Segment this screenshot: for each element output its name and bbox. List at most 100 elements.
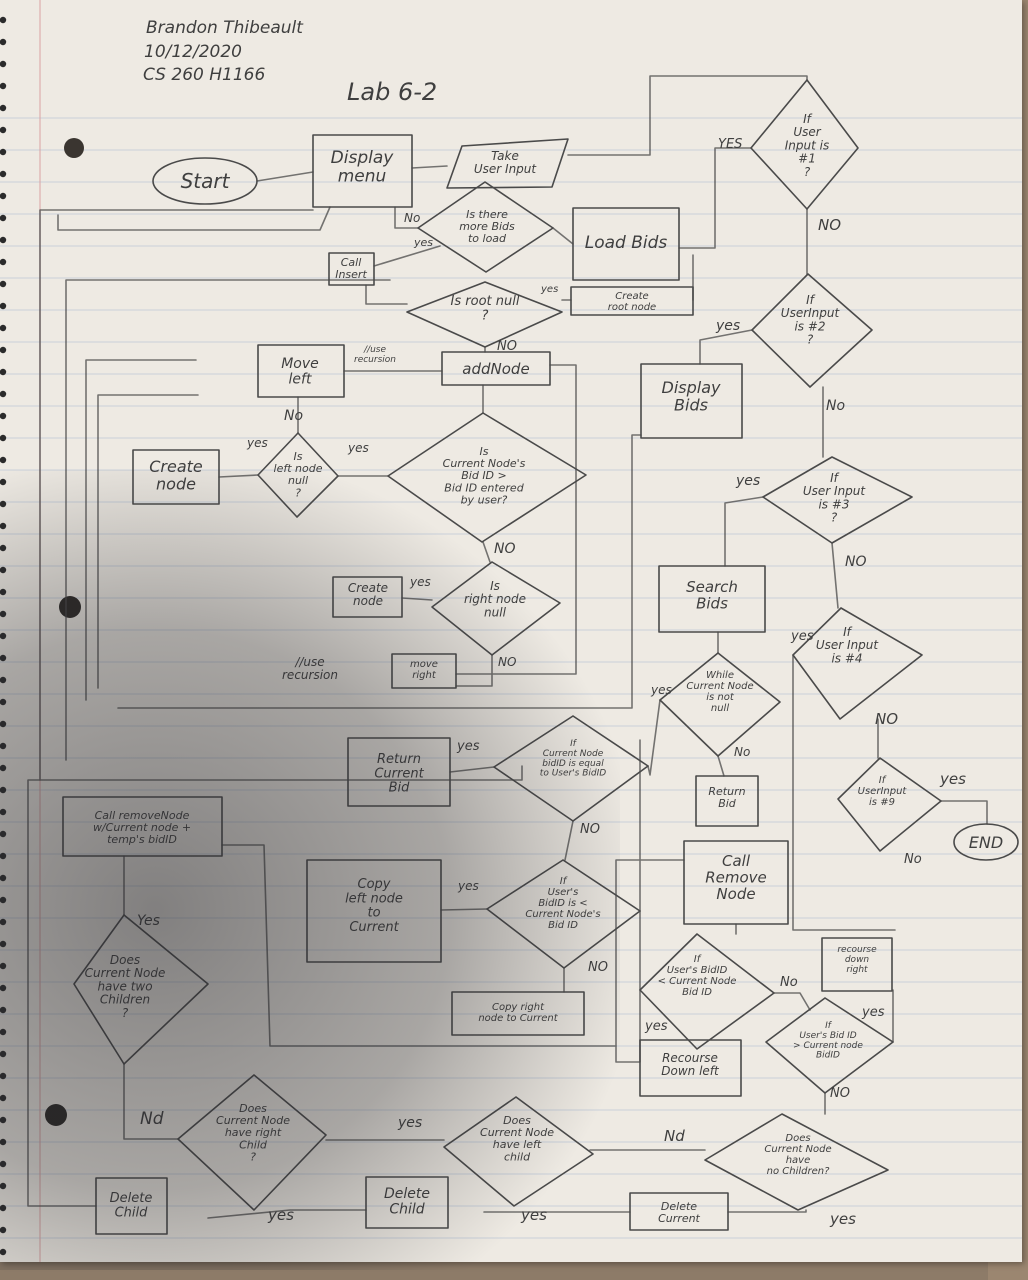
spiral-hole <box>0 104 7 112</box>
page-title: Lab 6-2 <box>347 78 437 106</box>
spiral-hole <box>0 434 7 442</box>
if1-yes-load <box>678 147 752 249</box>
spiral-hole <box>0 170 7 178</box>
edge-label: yes <box>413 236 433 249</box>
edge-label: yes <box>735 473 760 489</box>
end-terminator <box>953 823 1019 861</box>
spiral-hole <box>0 588 7 596</box>
edge-label: NO <box>845 554 867 570</box>
spiral-hole <box>0 808 7 816</box>
spiral-hole <box>0 610 7 618</box>
display-bids-box <box>640 363 743 439</box>
spiral-hole <box>0 390 7 398</box>
spiral-hole <box>0 258 7 266</box>
input9-decision <box>837 757 942 852</box>
edge-label: yes <box>397 1115 422 1131</box>
spiral-hole <box>0 236 7 244</box>
spiral-hole <box>0 764 7 772</box>
header: Brandon Thibeault 10/12/2020 CS 260 H116… <box>143 18 437 106</box>
edge-label: No <box>284 408 303 424</box>
spiral-hole <box>0 676 7 684</box>
while-no-return <box>717 755 725 777</box>
equal-yes-return <box>449 766 495 773</box>
start-label: Start <box>181 169 231 193</box>
spiral-hole <box>0 522 7 530</box>
spiral-hole <box>0 544 7 552</box>
spiral-hole <box>0 984 7 992</box>
edge-label: NO <box>818 216 841 234</box>
date: 10/12/2020 <box>144 42 242 62</box>
spiral-hole <box>0 962 7 970</box>
spiral-hole <box>0 500 7 508</box>
spiral-hole <box>0 1094 7 1102</box>
spiral-hole <box>0 16 7 24</box>
return-bid-box <box>695 775 759 827</box>
end-label: END <box>969 833 1003 852</box>
spiral-hole <box>0 368 7 376</box>
spiral-hole <box>0 654 7 662</box>
no-children-decision <box>704 1113 889 1211</box>
spiral-hole <box>0 192 7 200</box>
edge-label: yes <box>540 284 558 295</box>
edge-label: yes <box>829 1210 856 1228</box>
edge-label: yes <box>861 1005 885 1020</box>
if9-yes-end <box>940 800 988 825</box>
edge-label: Nd <box>140 1109 164 1129</box>
create-root-box <box>570 286 694 316</box>
edge-label: Nd <box>664 1127 685 1145</box>
edge-label: Yes <box>137 913 160 929</box>
leftnull-yes-create <box>218 474 259 478</box>
edge-label: NO <box>875 710 898 728</box>
spiral-hole <box>0 1006 7 1014</box>
search-bids-box <box>658 565 766 633</box>
spiral-hole <box>0 82 7 90</box>
edge-label: No <box>826 398 845 414</box>
spiral-hole <box>0 918 7 926</box>
edge-label: YES <box>718 137 742 152</box>
if-lt-remove-decision <box>639 933 775 1050</box>
edge-label: yes <box>715 318 740 334</box>
edge-label: No <box>734 745 750 759</box>
root-null-label: Is root null? <box>451 294 520 323</box>
input4-decision <box>792 607 923 720</box>
edge-label: yes <box>457 879 479 893</box>
edge-label: yes <box>456 739 480 754</box>
spiral-hole <box>0 1116 7 1124</box>
spiral-hole <box>0 632 7 640</box>
menu-to-input-arrow <box>411 165 448 169</box>
spiral-hole <box>0 126 7 134</box>
edge-label: No <box>904 852 922 867</box>
input2-decision <box>751 273 873 388</box>
author: Brandon Thibeault <box>146 18 304 38</box>
recurse-right-box <box>821 937 893 992</box>
edge-label: yes <box>520 1206 547 1224</box>
edge-label: yes <box>644 1019 668 1034</box>
edge-label: NO <box>498 655 516 669</box>
spiral-hole <box>0 852 7 860</box>
edge-label: NO <box>830 1086 850 1101</box>
while-yes-if-equal <box>647 699 661 776</box>
